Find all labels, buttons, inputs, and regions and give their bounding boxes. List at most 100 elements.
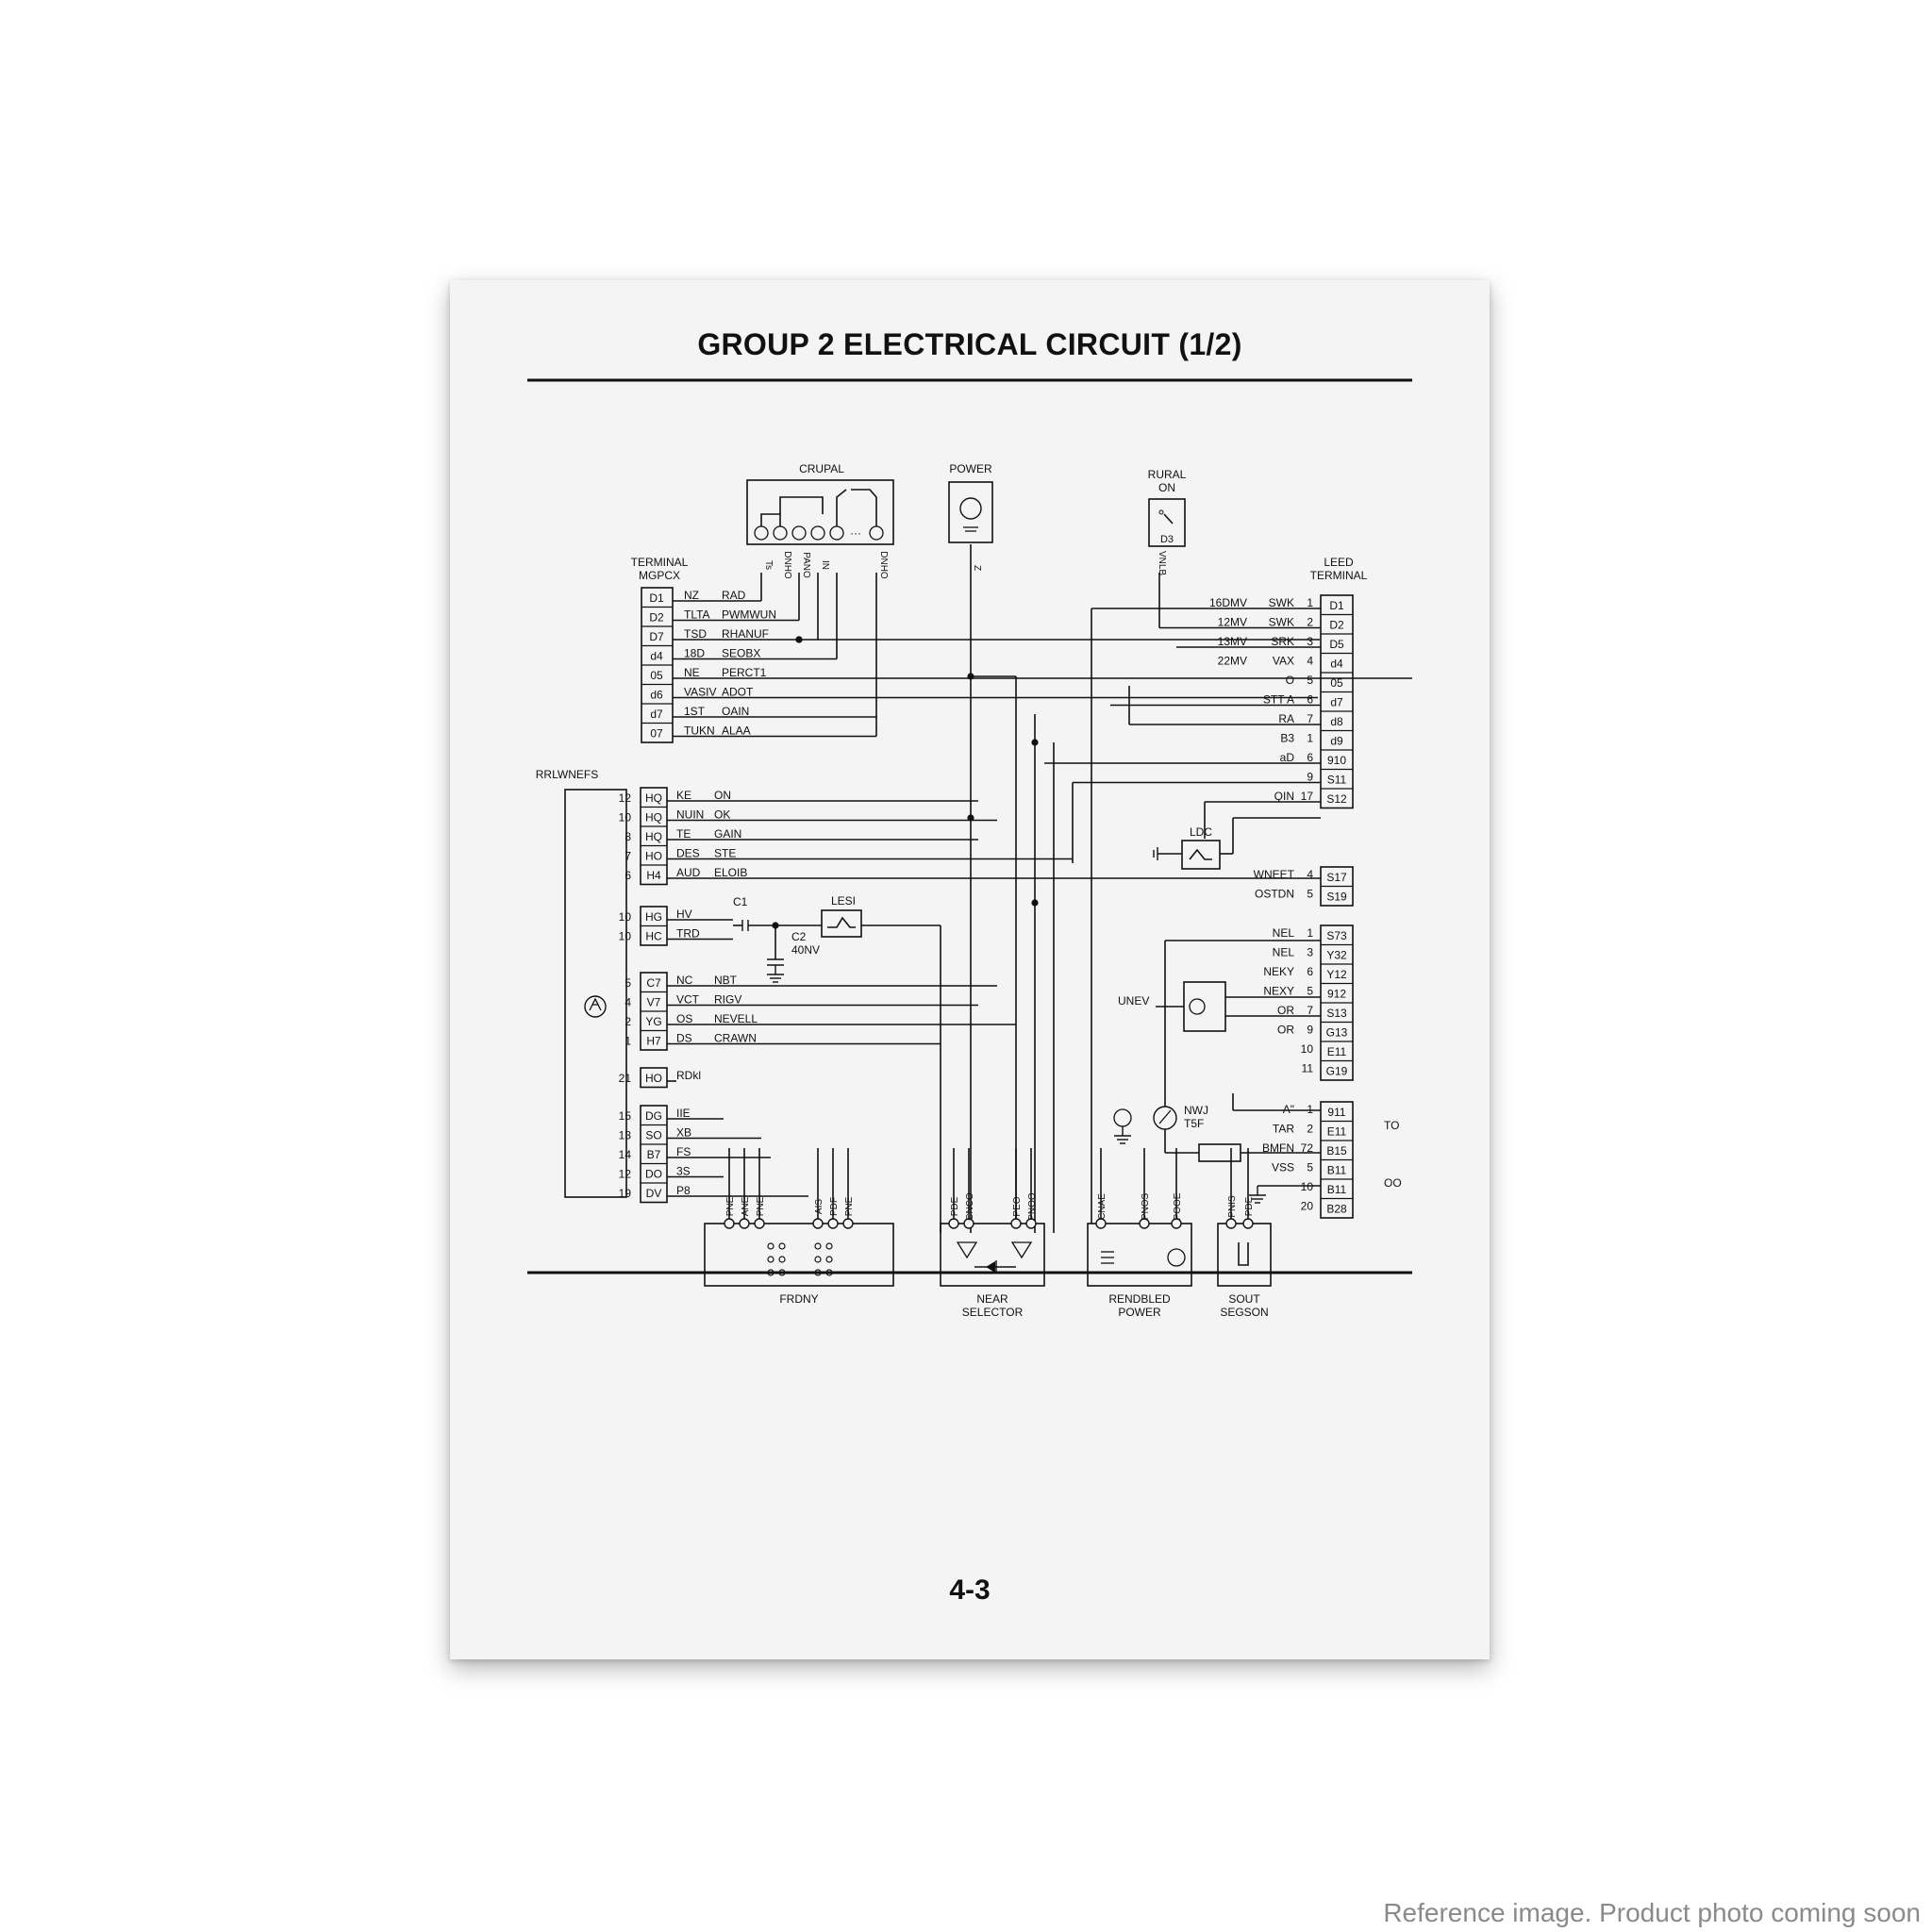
left-terminal-name: ADOT <box>722 686 754 699</box>
right-terminal-title: LEED <box>1324 556 1354 569</box>
bottom-component-1 <box>704 1223 894 1287</box>
crupal-terminal <box>829 525 844 541</box>
left-terminal-name: RHANUF <box>722 627 769 641</box>
right-terminal-code: NEXY <box>1263 985 1294 998</box>
left-terminal-name: RAD <box>722 589 746 602</box>
left-terminal-pin: D1 <box>649 591 664 605</box>
rrl-pin-number: 6 <box>625 869 631 882</box>
rrl-pin-number: 10 <box>619 811 632 824</box>
lamp-ground-icon <box>1114 1126 1131 1144</box>
rrl-code: HV <box>676 908 692 921</box>
left-terminal-name: ALAA <box>722 724 751 738</box>
right-terminal-voltage: 13MV <box>1218 635 1247 648</box>
crupal-wire-label: Ts <box>763 560 774 570</box>
unev-label: UNEV <box>1118 994 1149 1008</box>
rrl-code: NUIN <box>676 808 704 822</box>
rrl-code: NC <box>676 974 693 987</box>
right-terminal-pin: S13 <box>1326 1007 1347 1020</box>
rrl-name: NBT <box>714 974 738 987</box>
right-terminal-code: NEL <box>1273 926 1295 940</box>
lesi-label: LESI <box>831 894 856 908</box>
bottom-pin-label: AIS <box>814 1199 824 1214</box>
right-terminal-upper <box>1320 594 1354 809</box>
right-terminal-pin: d8 <box>1330 715 1343 728</box>
rrl-code: XB <box>676 1126 691 1140</box>
bottom-pin-label: PEO <box>1012 1196 1023 1216</box>
rrl-code: TE <box>676 827 691 841</box>
bottom-pin <box>1242 1218 1254 1229</box>
rrl-pin-number: 5 <box>625 976 631 990</box>
bottom-pin <box>724 1218 735 1229</box>
right-terminal-code: OR <box>1277 1004 1294 1017</box>
crupal-box <box>746 479 894 545</box>
bottom-component-name: SEGSON <box>1220 1306 1268 1319</box>
fuse-box <box>1198 1143 1241 1162</box>
bottom-pin <box>754 1218 765 1229</box>
right-terminal-pin: 05 <box>1330 676 1343 690</box>
relay-contact <box>825 1242 833 1250</box>
left-terminal-code: NZ <box>684 589 699 602</box>
left-terminal-pin: d6 <box>650 689 663 702</box>
right-terminal-voltage: 16DMV <box>1209 596 1247 609</box>
power-icon <box>959 497 982 520</box>
right-terminal-number: 7 <box>1307 1004 1313 1017</box>
crupal-switch <box>836 489 847 526</box>
rrl-pin: H4 <box>646 869 661 882</box>
right-terminal-pin: S11 <box>1327 774 1347 787</box>
buffer-icon <box>1010 1241 1033 1259</box>
right-terminal-pin: S19 <box>1326 891 1347 904</box>
rural-wire-label: VNLB <box>1157 551 1167 575</box>
right-terminal-number: 17 <box>1301 790 1314 803</box>
right-terminal-pin: Y32 <box>1326 949 1347 962</box>
rrl-name: GAIN <box>714 827 741 841</box>
right-terminal-code: TAR <box>1273 1123 1294 1136</box>
crupal-terminal <box>754 525 769 541</box>
right-terminal-number: 3 <box>1307 946 1313 959</box>
rrl-module <box>564 789 627 1198</box>
rrl-pin-number: 21 <box>619 1072 632 1085</box>
unev-icon <box>1189 998 1206 1015</box>
right-terminal-code: VAX <box>1273 655 1294 668</box>
rrl-pin: HC <box>645 930 662 943</box>
oo-label: OO <box>1384 1176 1402 1190</box>
bottom-component-name: FRDNY <box>779 1292 818 1306</box>
bottom-pin <box>842 1218 854 1229</box>
right-terminal-number: 4 <box>1307 655 1313 668</box>
right-terminal-pin: S12 <box>1326 792 1347 806</box>
bottom-component-name: POWER <box>1118 1306 1161 1319</box>
right-terminal-number: 11 <box>1302 1062 1314 1075</box>
right-terminal-number: 9 <box>1307 771 1313 784</box>
rrl-pin: DG <box>645 1109 662 1123</box>
rrl-pin-number: 10 <box>619 910 632 924</box>
ldc-box <box>1181 840 1221 870</box>
rrl-pin-number: 13 <box>619 1129 632 1142</box>
left-terminal-code: 18D <box>684 647 705 660</box>
right-terminal-pin: 910 <box>1327 754 1346 767</box>
right-terminal-number: 5 <box>1307 674 1313 687</box>
rrl-pin: C7 <box>646 976 661 990</box>
rrl-pin: DO <box>645 1168 662 1181</box>
rrl-title: RRLWNEFS <box>536 768 598 781</box>
right-terminal-number: 4 <box>1307 868 1313 881</box>
right-terminal-code: OR <box>1277 1024 1294 1037</box>
wire <box>779 496 824 514</box>
bottom-pin <box>827 1218 839 1229</box>
right-terminal-pin: B11 <box>1327 1183 1347 1196</box>
crupal-dots: ··· <box>850 526 861 540</box>
rural-switch-contact <box>1158 509 1164 515</box>
right-terminal-number: 20 <box>1301 1200 1314 1213</box>
terminal-ground-icon <box>1249 1186 1266 1204</box>
right-terminal-pin: D5 <box>1329 638 1344 651</box>
nwj-label: NWJ <box>1184 1104 1208 1117</box>
motor-icon <box>1167 1248 1186 1267</box>
c2-value: 40NV <box>791 943 820 957</box>
right-terminal-number: 72 <box>1301 1141 1314 1155</box>
power-box <box>948 481 993 543</box>
crupal-terminal <box>869 525 884 541</box>
right-terminal-pin: B28 <box>1326 1203 1347 1216</box>
relay-contact <box>814 1242 822 1250</box>
right-terminal-code: SWK <box>1269 616 1294 629</box>
c1-label: C1 <box>733 895 748 908</box>
right-terminal-code: SRK <box>1271 635 1294 648</box>
crupal-terminal <box>773 525 788 541</box>
